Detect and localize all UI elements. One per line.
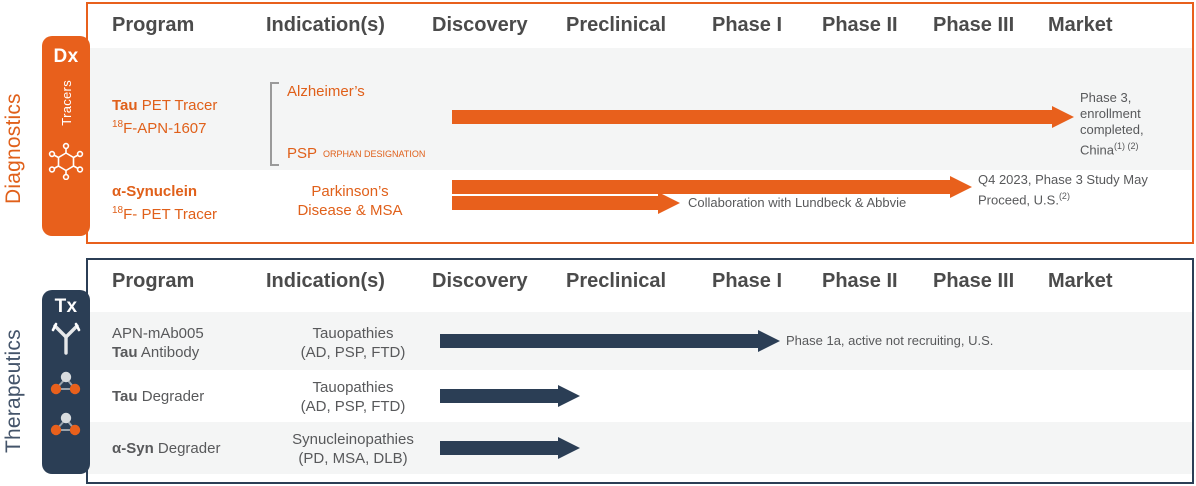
isotope-superscript: 18 <box>112 205 124 216</box>
table-row: Tau PET Tracer 18F-APN-1607 Alzheimer’s … <box>88 48 1192 207</box>
diagnostics-tab[interactable]: Dx Tracers <box>42 36 90 236</box>
column-header-phase-iii: Phase III <box>933 270 1015 292</box>
progress-arrow-psp <box>452 176 972 198</box>
progress-arrow-alzheimers <box>452 106 1074 128</box>
molecule-ring-icon <box>47 142 85 185</box>
tab-label-tracers: Tracers <box>58 80 74 126</box>
program-name-rest: PET Tracer <box>137 97 218 114</box>
program-code: F-APN-1607 <box>123 120 207 137</box>
column-header-discovery: Discovery <box>432 14 528 36</box>
column-header-phase-i: Phase I <box>712 270 783 292</box>
program-cell: Tau PET Tracer 18F-APN-1607 <box>112 96 217 138</box>
program-name-bold: Tau <box>112 388 138 405</box>
section-label-diagnostics: Diagnostics <box>2 93 25 205</box>
orphan-designation-badge: ORPHAN DESIGNATION <box>323 148 426 159</box>
status-alzheimers: Phase 3, enrollment completed, China(1) … <box>1080 90 1144 158</box>
diagnostics-grid: Program Indication(s) Discovery Preclini… <box>88 4 1192 244</box>
therapeutics-panel: Program Indication(s) Discovery Preclini… <box>86 258 1194 484</box>
program-cell: APN-mAb005 Tau Antibody <box>112 324 204 362</box>
therapeutics-grid: Program Indication(s) Discovery Preclini… <box>88 260 1192 482</box>
column-header-market: Market <box>1048 14 1113 36</box>
tab-code-tx: Tx <box>54 296 78 317</box>
indication-alzheimers: Alzheimer’s <box>287 83 365 100</box>
program-name-rest: Degrader <box>137 388 205 405</box>
program-code: F- PET Tracer <box>123 206 218 223</box>
table-row: α-Synuclein 18F- PET Tracer Parkinson’s … <box>88 170 1192 242</box>
therapeutics-tab[interactable]: Tx <box>42 290 90 474</box>
panel-bottom-rule <box>88 242 1192 244</box>
column-header-program: Program <box>112 270 195 292</box>
table-row: Tau Degrader Tauopathies (AD, PSP, FTD) <box>88 370 1192 422</box>
indication-bracket <box>270 82 279 166</box>
progress-arrow-asyn-degrader <box>440 437 580 459</box>
isotope-superscript: 18 <box>112 119 124 130</box>
program-cell: Tau Degrader <box>112 387 204 406</box>
program-name-bold: α-Synuclein <box>112 183 198 200</box>
therapeutics-header-row: Program Indication(s) Discovery Preclini… <box>88 260 1192 312</box>
column-header-phase-ii: Phase II <box>822 14 898 36</box>
status-psp: Q4 2023, Phase 3 Study May Proceed, U.S.… <box>978 172 1148 208</box>
indication-cell: Tauopathies (AD, PSP, FTD) <box>300 325 406 361</box>
program-name-bold: Tau <box>112 344 138 361</box>
column-header-phase-ii: Phase II <box>822 270 898 292</box>
progress-arrow-tau-degrader <box>440 385 580 407</box>
status-mab005: Phase 1a, active not recruiting, U.S. <box>786 333 994 348</box>
section-label-therapeutics: Therapeutics <box>2 329 25 453</box>
column-header-market: Market <box>1048 270 1113 292</box>
column-header-program: Program <box>112 14 195 36</box>
indication-cell: Synucleinopathies (PD, MSA, DLB) <box>292 431 414 467</box>
status-synuclein: Collaboration with Lundbeck & Abbvie <box>688 195 907 210</box>
progress-arrow-mab005 <box>440 330 780 352</box>
table-row: APN-mAb005 Tau Antibody Tauopathies (AD,… <box>88 312 1192 370</box>
column-header-indications: Indication(s) <box>266 270 385 292</box>
degrader-molecule-icon-2 <box>49 411 83 442</box>
indication-cell: Tauopathies (AD, PSP, FTD) <box>300 379 406 415</box>
table-row: α-Syn Degrader Synucleinopathies (PD, MS… <box>88 422 1192 474</box>
diagnostics-header-row: Program Indication(s) Discovery Preclini… <box>88 4 1192 48</box>
column-header-phase-iii: Phase III <box>933 14 1015 36</box>
indication-psp: PSP <box>287 145 318 162</box>
program-name-rest: Degrader <box>153 440 221 457</box>
tab-code-dx: Dx <box>53 46 79 67</box>
progress-arrow-synuclein <box>452 192 680 214</box>
program-name-rest: Antibody <box>137 344 200 361</box>
column-header-preclinical: Preclinical <box>566 270 667 292</box>
degrader-molecule-icon-1 <box>49 370 83 401</box>
program-line1: APN-mAb005 <box>112 325 204 342</box>
column-header-indications: Indication(s) <box>266 14 385 36</box>
program-name-bold: α-Syn <box>112 440 154 457</box>
indication-cell: Parkinson’s Disease & MSA <box>297 183 403 219</box>
antibody-icon <box>49 321 83 360</box>
column-header-phase-i: Phase I <box>712 14 783 36</box>
diagnostics-panel: Program Indication(s) Discovery Preclini… <box>86 2 1194 244</box>
column-header-preclinical: Preclinical <box>566 14 667 36</box>
column-header-discovery: Discovery <box>432 270 528 292</box>
indication-psp-group: PSP ORPHAN DESIGNATION <box>287 144 497 163</box>
program-name-bold: Tau <box>112 97 138 114</box>
program-cell: α-Syn Degrader <box>112 439 220 458</box>
program-cell: α-Synuclein 18F- PET Tracer <box>112 182 217 224</box>
